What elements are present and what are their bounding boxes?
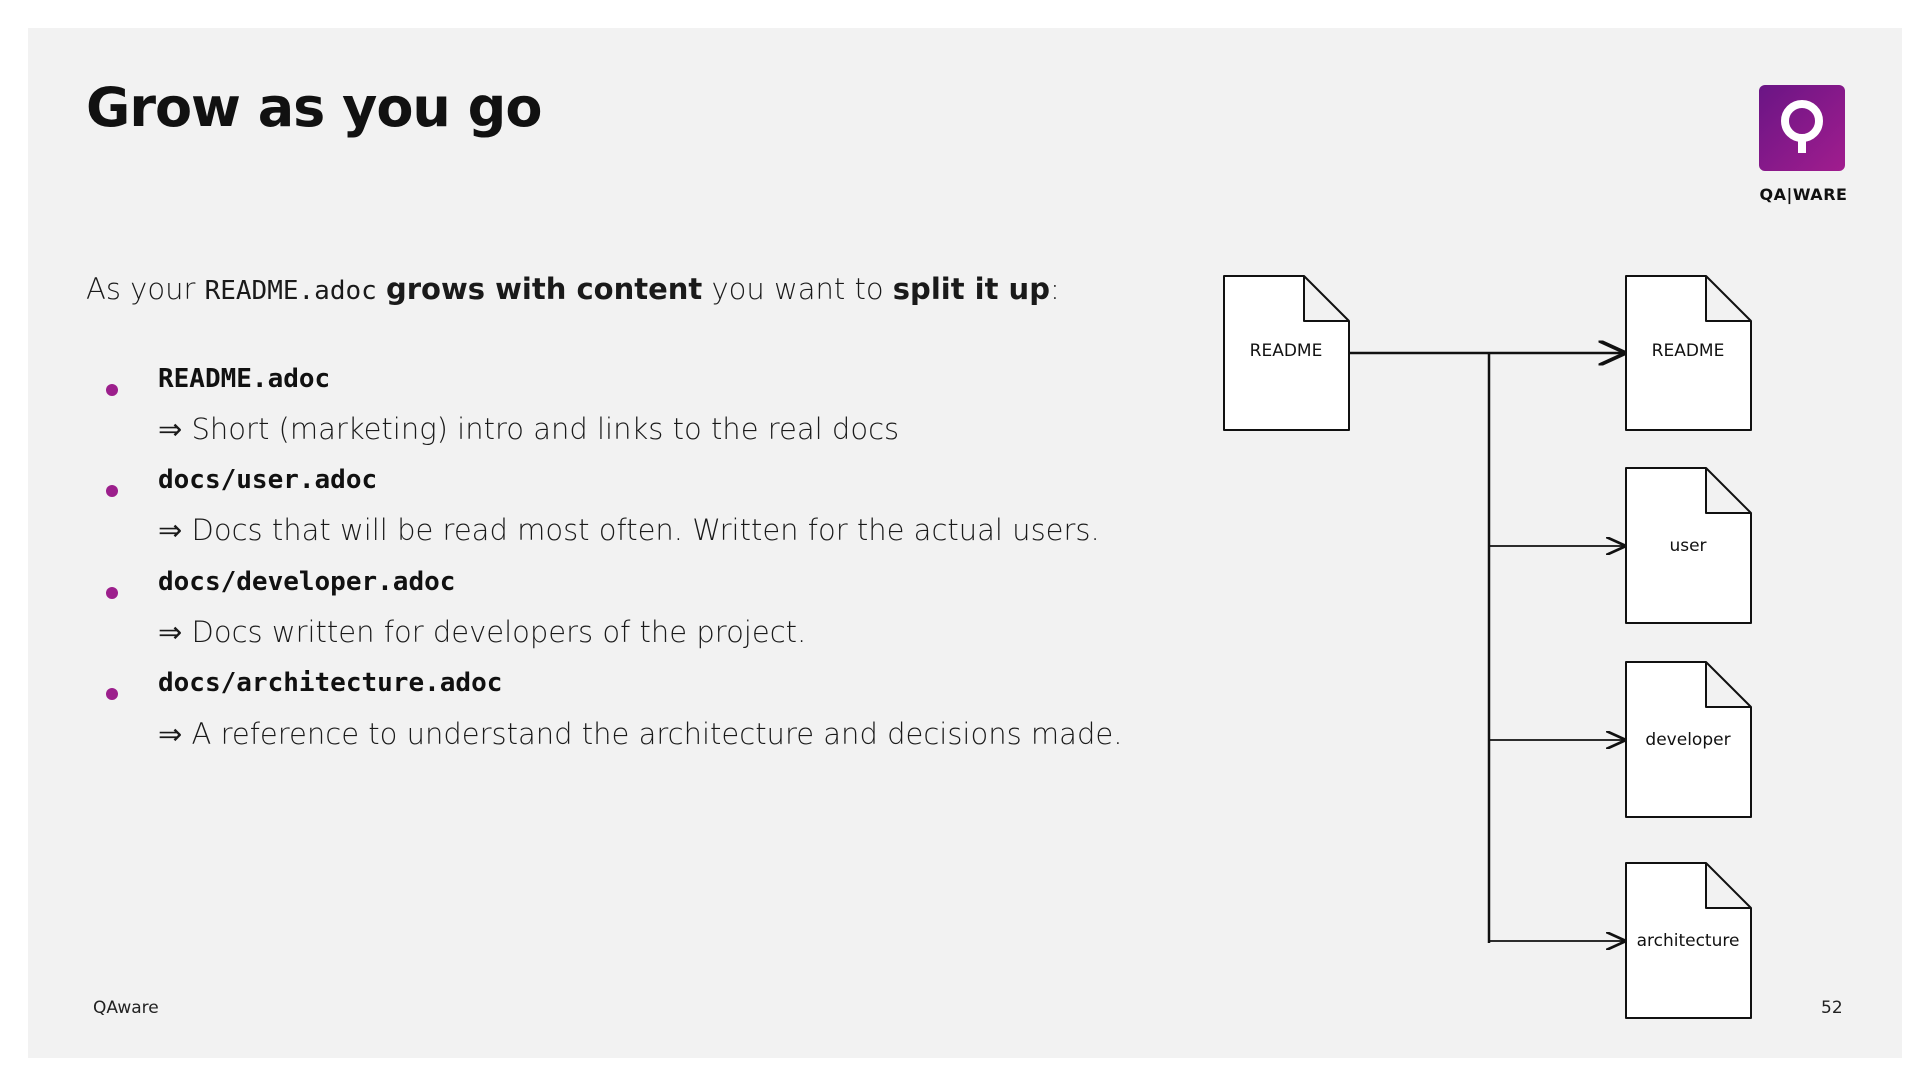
file-description: ⇒ Short (marketing) intro and links to t… [158,412,900,446]
file-name: docs/developer.adoc [158,567,456,597]
document-icon [1223,275,1350,431]
file-description: ⇒ Docs that will be read most often. Wri… [158,513,1100,547]
qaware-logo: QA|WARE [1759,85,1848,204]
intro-text: As your README.adoc grows with content y… [86,272,1060,306]
doc-label: developer [1645,730,1730,750]
target-user-doc: user [1625,467,1752,624]
brand-name: QA|WARE [1759,185,1848,204]
footer-brand: QAware [93,998,159,1018]
file-description: ⇒ Docs written for developers of the pro… [158,615,807,649]
intro-bold-split: split it up [892,272,1050,306]
doc-label: user [1669,536,1706,556]
file-name: README.adoc [158,364,331,394]
intro-bold-grows: grows with content [386,272,703,306]
split-diagram: README README user developer architectur… [1223,275,1752,1019]
page-title: Grow as you go [86,76,542,139]
intro-code: README.adoc [204,276,377,306]
document-icon [1625,661,1752,818]
bullet-icon [106,688,118,700]
doc-label: README [1652,341,1725,361]
file-name: docs/architecture.adoc [158,668,503,698]
bullet-icon [106,485,118,497]
bullet-icon [106,384,118,396]
page-number: 52 [1821,998,1843,1018]
file-description: ⇒ A reference to understand the architec… [158,717,1123,751]
document-icon [1625,862,1752,1019]
document-icon [1625,467,1752,624]
qaware-logo-icon [1759,85,1845,171]
target-readme-doc: README [1625,275,1752,431]
intro-prefix: As your [86,272,205,306]
file-name: docs/user.adoc [158,465,378,495]
doc-label: architecture [1637,931,1740,951]
target-architecture-doc: architecture [1625,862,1752,1019]
doc-label: README [1250,341,1323,361]
intro-suffix: : [1049,272,1060,306]
document-icon [1625,275,1752,431]
source-readme-doc: README [1223,275,1350,431]
slide: Grow as you go QA|WARE As your README.ad… [28,28,1902,1058]
intro-middle: you want to [702,272,893,306]
target-developer-doc: developer [1625,661,1752,818]
bullet-icon [106,587,118,599]
